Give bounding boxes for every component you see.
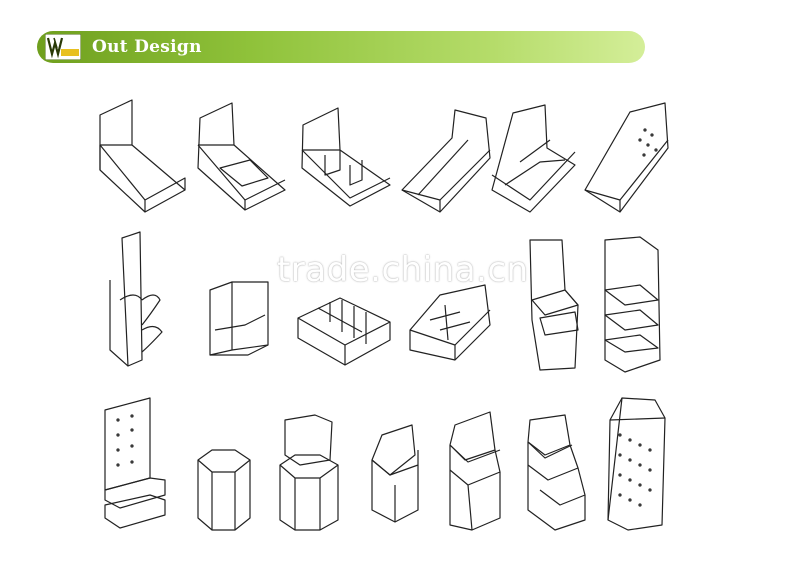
counter-display-tray-2 — [197, 102, 286, 211]
floor-stand-three-shelf — [604, 236, 661, 373]
section-title: Out Design — [92, 37, 202, 57]
divided-counter-box — [409, 284, 491, 361]
hexagonal-dump-bin-with-header — [279, 414, 339, 531]
company-logo — [44, 33, 82, 61]
counter-display-tray-1 — [99, 99, 186, 213]
floor-stand-two-tray — [449, 411, 501, 531]
floor-bin-with-tray — [371, 424, 419, 523]
section-header-bar — [37, 31, 645, 63]
counter-display-tray-3 — [301, 107, 391, 207]
floor-wave-shelf-display — [109, 231, 163, 367]
floor-dump-bin-display — [209, 281, 269, 356]
counter-display-tray-6 — [584, 102, 669, 213]
floor-stand-two-shelf — [529, 239, 579, 371]
tall-pegboard-floor-display — [607, 397, 666, 531]
watermark-text: trade.china.cn — [277, 250, 529, 290]
pegboard-display-with-shelf — [104, 397, 166, 529]
floor-stand-three-tray — [527, 414, 586, 531]
counter-display-tray-5 — [491, 104, 576, 213]
hexagonal-dump-bin — [197, 449, 251, 531]
counter-display-tray-4 — [401, 109, 491, 213]
compartment-tray-display — [297, 297, 391, 366]
